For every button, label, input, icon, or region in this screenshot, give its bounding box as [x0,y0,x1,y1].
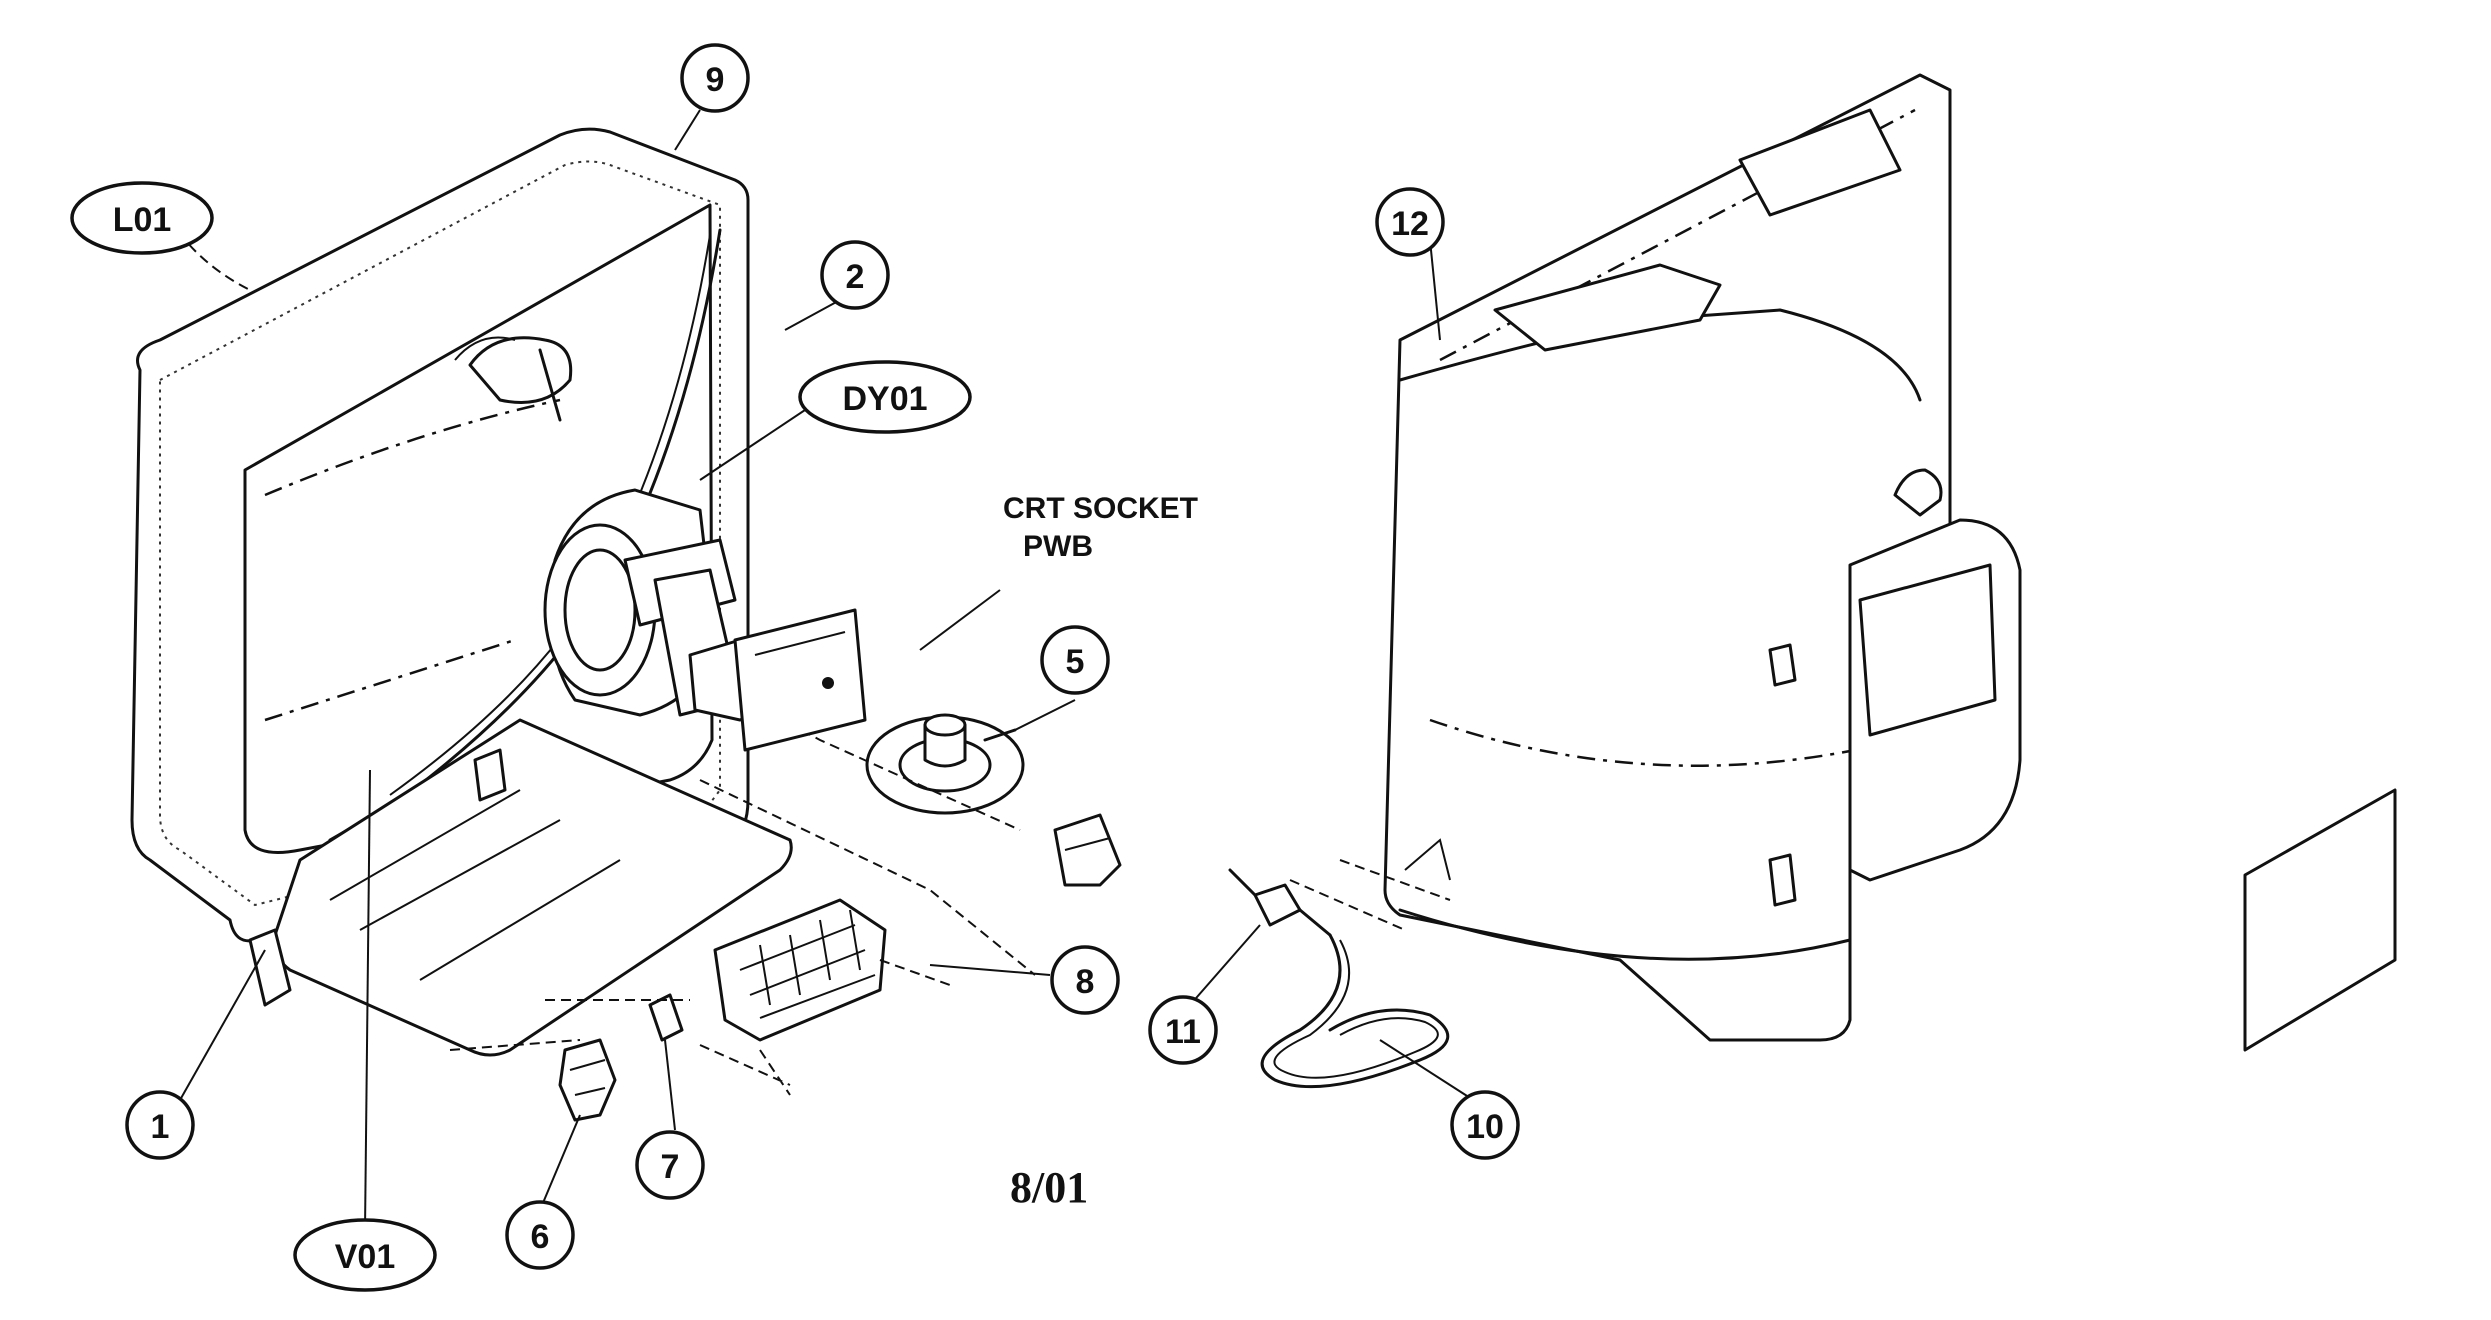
front-cabinet [130,127,750,943]
callout-2: 2 [820,240,890,310]
svg-text:7: 7 [661,1148,680,1186]
svg-text:5: 5 [1066,643,1085,681]
svg-text:12: 12 [1391,205,1429,243]
ac-cord [1228,868,1450,1089]
callout-7: 7 [635,1130,705,1200]
svg-text:9: 9 [706,61,725,99]
callout-6: 6 [505,1200,575,1270]
callout-1: 1 [125,1090,195,1160]
part-7-clip [648,993,684,1042]
callout-11: 11 [1148,995,1218,1065]
svg-text:DY01: DY01 [842,380,927,418]
part-6-bracket [558,1038,617,1122]
callout-9: 9 [680,43,750,113]
crt-socket-label: CRT SOCKET [1003,492,1198,525]
svg-text:10: 10 [1466,1108,1504,1146]
pwb-label: PWB [1023,530,1093,563]
leader-lines [161,109,1479,1231]
svg-text:8: 8 [1076,963,1095,1001]
crt-socket-pwb [733,608,867,752]
svg-text:11: 11 [1165,1013,1201,1051]
svg-text:2: 2 [846,258,865,296]
rear-cabinet-assembly [1289,73,2022,1042]
callout-8: 8 [1050,945,1120,1015]
svg-text:6: 6 [531,1218,550,1256]
callout-12: 12 [1375,187,1445,257]
date-label: 8/01 [1010,1163,1088,1212]
callout-l01: L01 [70,181,214,255]
svg-text:1: 1 [151,1108,170,1146]
callout-v01: V01 [293,1218,437,1292]
front-cabinet-assembly [130,127,1122,1122]
callout-5: 5 [1040,625,1110,695]
svg-text:L01: L01 [113,201,172,239]
rear-label-sheet [2243,788,2397,1052]
callout-10: 10 [1450,1090,1520,1160]
part-8-connector-strip [713,898,887,1042]
svg-text:V01: V01 [335,1238,396,1276]
part-5-speaker [865,713,1025,815]
callout-dy01: DY01 [798,360,972,434]
